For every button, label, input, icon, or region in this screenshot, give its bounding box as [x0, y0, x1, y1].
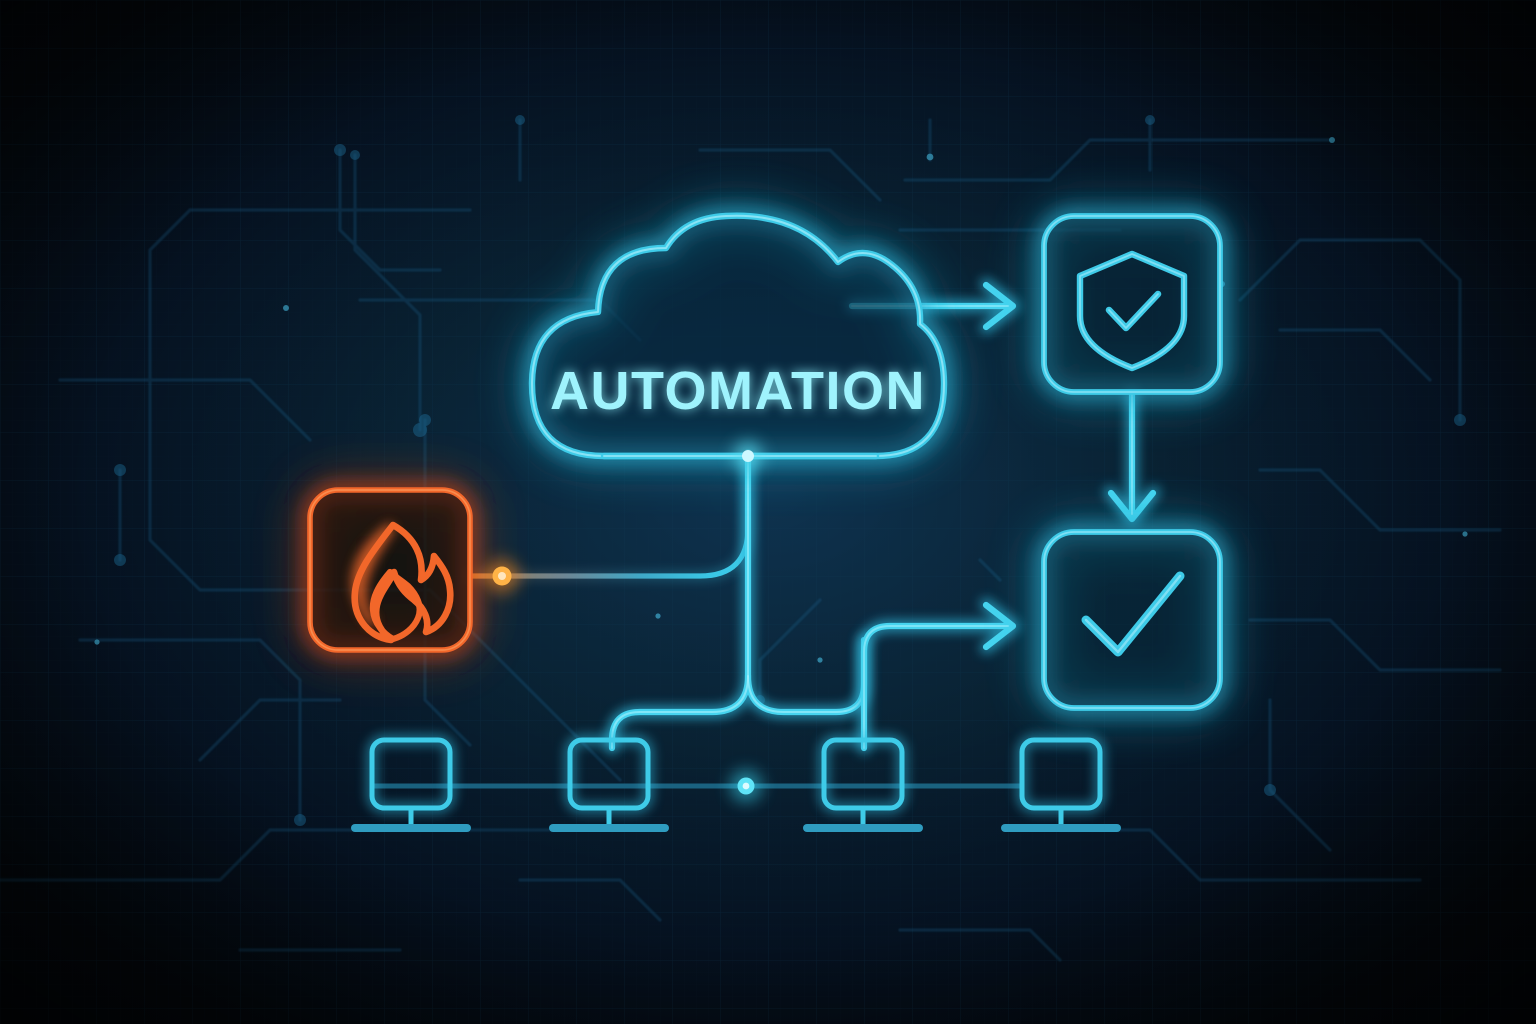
flame-node[interactable]	[303, 483, 477, 657]
check-icon	[1081, 571, 1185, 657]
link-flame-to-trunk	[466, 466, 752, 580]
check-node[interactable]	[1037, 525, 1227, 715]
arrow-shield-to-check	[1104, 388, 1160, 526]
flame-icon	[351, 521, 454, 644]
monitor-icon[interactable]	[549, 734, 669, 832]
shield-check-icon	[1076, 250, 1188, 372]
cloud-label: AUTOMATION	[550, 361, 926, 421]
monitor-icon[interactable]	[1001, 734, 1121, 832]
arrow-workstation-to-check	[858, 598, 1020, 754]
shield-node[interactable]	[1037, 209, 1227, 399]
workstation-row	[351, 734, 1121, 832]
monitor-icon[interactable]	[351, 734, 471, 832]
monitor-icon[interactable]	[803, 734, 923, 832]
port-dot-cyan	[730, 770, 762, 802]
link-cloud-trunk	[606, 446, 870, 754]
port-dot-orange	[485, 559, 519, 593]
port-dot-cloud	[733, 441, 763, 471]
cloud-label-core: AUTOMATION	[550, 361, 926, 421]
cloud-icon: AUTOMATION AUTOMATION	[525, 209, 951, 463]
